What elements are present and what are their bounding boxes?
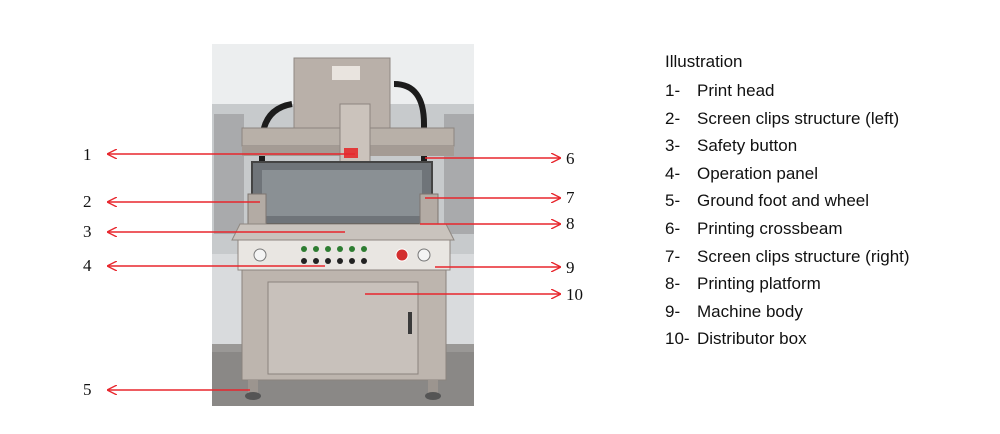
legend-item-number: 4- [665,163,681,183]
legend-item-label: Screen clips structure (left) [697,108,900,128]
callout-number-1: 1 [83,145,92,164]
legend-item-label: Printing crossbeam [697,218,843,238]
legend-item: 4- Operation panel [665,163,910,191]
callout-number-6: 6 [566,149,575,168]
callout-number-2: 2 [83,192,92,211]
legend-item-label: Machine body [697,301,803,321]
legend-item: 6- Printing crossbeam [665,218,910,246]
legend-item-label: Operation panel [697,163,818,183]
legend-item: 10- Distributor box [665,328,910,356]
legend-item-number: 8- [665,274,681,294]
legend-item-label: Safety button [697,136,798,156]
legend-item-number: 6- [665,218,681,238]
legend-item: 7- Screen clips structure (right) [665,246,910,274]
legend-item: 3- Safety button [665,135,910,163]
legend-item: 5- Ground foot and wheel [665,190,910,218]
callout-number-9: 9 [566,258,575,277]
legend-item: 2- Screen clips structure (left) [665,108,910,136]
callout-number-5: 5 [83,380,92,399]
callout-number-10: 10 [566,285,583,304]
legend-item-number: 7- [665,246,681,266]
legend-item-label: Ground foot and wheel [697,191,870,211]
legend-item-number: 5- [665,191,681,211]
illustration-legend: Illustration 1- Print head 2- Screen clips… [665,52,910,356]
legend-item-label: Screen clips structure (right) [697,246,910,266]
callout-number-3: 3 [83,222,92,241]
legend-item: 8- Printing platform [665,273,910,301]
legend-item-label: Distributor box [697,329,807,349]
legend-item-number: 9- [665,301,681,321]
legend-item: 9- Machine body [665,301,910,329]
legend-item-number: 10- [665,329,690,349]
callout-number-8: 8 [566,214,575,233]
callout-number-4: 4 [83,256,92,275]
legend-item-label: Print head [697,81,775,100]
legend-item-number: 2- [665,108,681,128]
legend-title: Illustration [665,52,743,71]
legend-item: 1- Print head [665,80,910,108]
callout-number-7: 7 [566,188,575,207]
legend-item-label: Printing platform [697,274,821,294]
machine-photo [212,44,474,406]
legend-item-number: 1- [665,81,681,100]
legend-item-number: 3- [665,136,681,156]
